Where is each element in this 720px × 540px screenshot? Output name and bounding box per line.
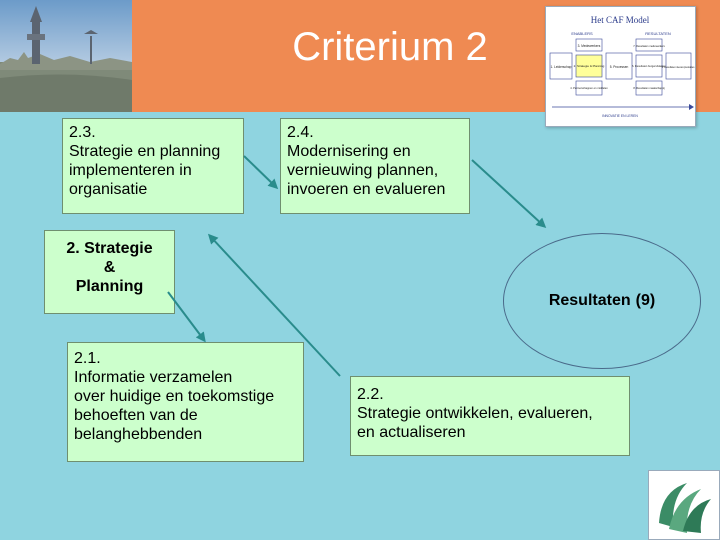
arrow-2-2-to-strategie [207,233,341,377]
box-2-strategie: 2. Strategie & Planning [44,230,175,314]
box-2-3: 2.3. Strategie en planning implementeren… [62,118,244,214]
caf-col-right: RESULTATEN [645,31,671,36]
caf-key-results: 9. Resultaten sleutel-prestaties [662,66,696,69]
slide-title: Criterium 2 [292,25,488,69]
box-2-4-line4: invoeren en evalueren [287,181,446,198]
box-2-1: 2.1. Informatie verzamelen over huidige … [67,342,304,462]
box-2-1-line4: behoeften van de [74,407,198,424]
caf-bottom: INNOVATIE EN LEREN [602,114,638,118]
box-2-3-line2: Strategie en planning [69,143,221,160]
city-photo [0,0,132,112]
box-2-3-line3: implementeren in [69,162,192,179]
caf-strategy: 2. Strategie & Planning [574,64,605,68]
box-2-1-line1: 2.1. [74,350,101,367]
box-2-4-line2: Modernisering en [287,143,411,160]
arrow-2-3-to-2-4 [243,155,279,190]
caf-title: Het CAF Model [591,15,650,25]
caf-people: 3. Medewerkers [578,44,601,48]
box-2-3-line1: 2.3. [69,124,96,141]
box-2-2: 2.2. Strategie ontwikkelen, evalueren, e… [350,376,630,456]
caf-partnerships: 4. Partnerschappen en middelen [570,86,608,90]
box-2-1-line5: belanghebbenden [74,426,203,443]
box-2-1-line3: over huidige en toekomstige [74,388,275,405]
results-ellipse: Resultaten (9) [503,233,701,369]
box-2-3-line4: organisatie [69,181,148,198]
caf-people-results: 7. Resultaten medewerkers [633,44,665,48]
box-2-line1: 2. Strategie [66,240,153,257]
box-2-4-line3: vernieuwing plannen, [287,162,439,179]
box-2-2-line3: en actualiseren [357,424,466,441]
box-2-line3: Planning [75,278,144,295]
caf-col-left: ENABLERS [571,31,593,36]
arrow-2-4-to-results [471,159,547,229]
results-label: Resultaten [548,292,631,309]
box-2-4-line1: 2.4. [287,124,314,141]
caf-model-diagram: Het CAF Model ENABLERS RESULTATEN 1. Lei… [545,6,696,127]
box-2-2-line2: Strategie ontwikkelen, evalueren, [357,405,593,422]
caf-customer-results: 6. Resultaten burgers/klanten [632,64,666,68]
organization-logo [648,470,720,540]
caf-society-results: 8. Resultaten maatschappij [633,86,665,90]
box-2-1-line2: Informatie verzamelen [74,369,233,386]
box-2-2-line1: 2.2. [357,386,384,403]
box-2-line2: & [103,259,116,276]
caf-leadership: 1. Leiderschap [551,65,572,69]
box-2-4: 2.4. Modernisering en vernieuwing planne… [280,118,470,214]
results-count: (9) [635,292,656,309]
caf-processes: 5. Processen [610,65,629,69]
arrow-strategie-to-2-1 [167,291,206,343]
